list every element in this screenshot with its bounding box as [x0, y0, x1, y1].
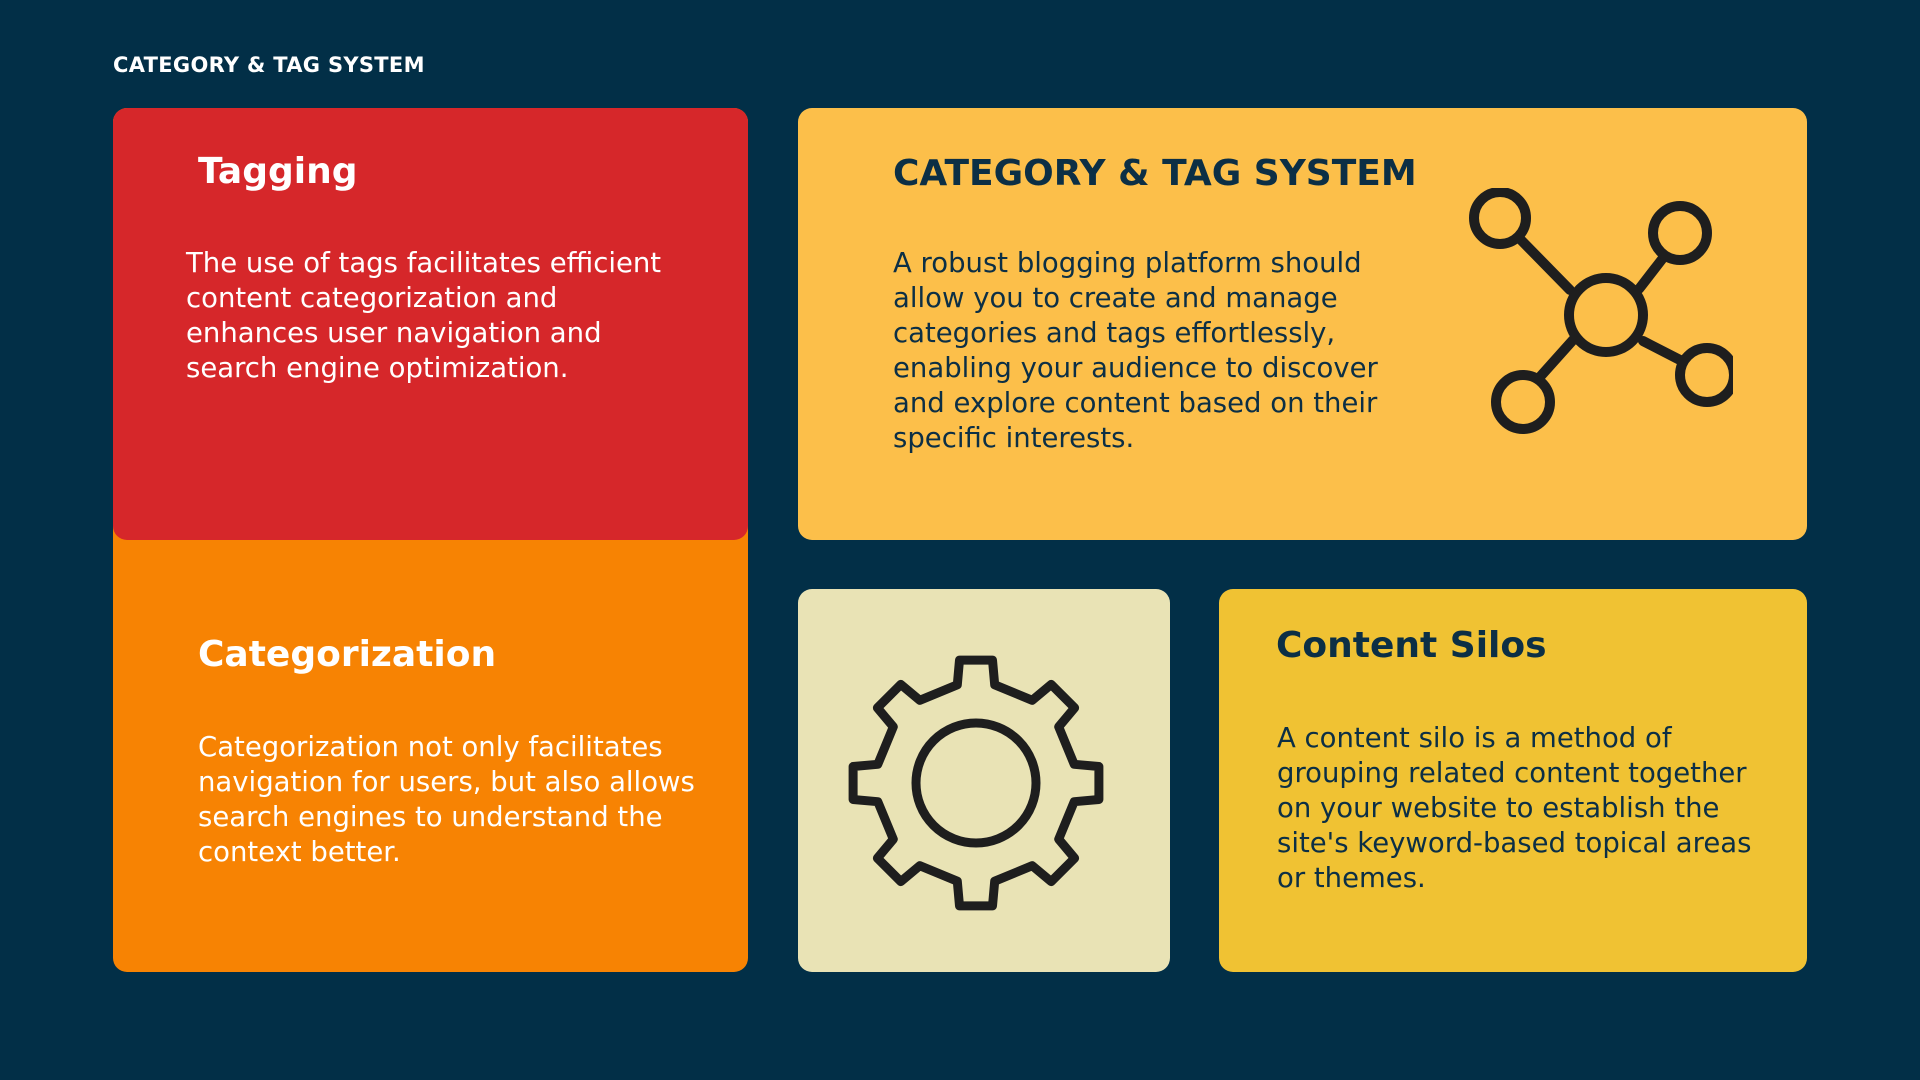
tagging-title: Tagging: [198, 151, 358, 192]
content-silos-text: A content silo is a method of grouping r…: [1277, 722, 1752, 894]
category-tag-system-text: A robust blogging platform should allow …: [893, 247, 1378, 454]
tagging-text: The use of tags facilitates efficient co…: [186, 247, 662, 384]
gear-icon: [848, 654, 1108, 914]
page-label: CATEGORY & TAG SYSTEM: [113, 53, 425, 77]
category-tag-system-title: CATEGORY & TAG SYSTEM: [893, 153, 1417, 194]
network-nodes-icon: [1458, 188, 1733, 458]
categorization-title: Categorization: [198, 634, 497, 675]
content-silos-card: Content Silos A content silo is a method…: [1219, 589, 1807, 972]
settings-card: [798, 589, 1170, 972]
tagging-card: Tagging The use of tags facilitates effi…: [113, 108, 748, 540]
category-tag-system-card: CATEGORY & TAG SYSTEM A robust blogging …: [798, 108, 1807, 540]
content-silos-title: Content Silos: [1276, 625, 1547, 666]
categorization-text: Categorization not only facilitates navi…: [198, 731, 695, 868]
